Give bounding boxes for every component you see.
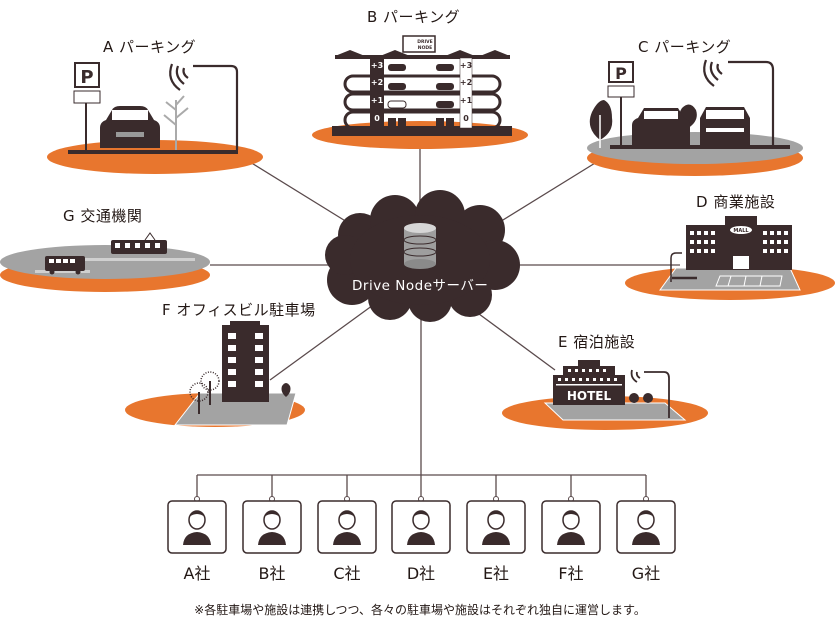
location-a-parking: P <box>47 62 263 174</box>
company-box-1 <box>167 475 227 554</box>
company-operators <box>167 475 676 554</box>
company-box-3 <box>317 475 377 554</box>
location-label-c: C パーキング <box>638 38 732 56</box>
tram-icon <box>111 232 167 254</box>
footnote: ※各駐車場や施設は連携しつつ、各々の駐車場や施設はそれぞれ独自に運営します。 <box>194 603 646 617</box>
operator-male-suit-icon <box>632 510 660 545</box>
location-label-b: B パーキング <box>367 8 461 26</box>
tree-icon <box>281 383 291 397</box>
car-icon <box>632 108 690 146</box>
hotel-building: HOTEL <box>553 360 625 405</box>
company-label: G社 <box>631 564 661 583</box>
svg-text:P: P <box>615 64 627 83</box>
server-label: Drive Nodeサーバー <box>352 278 489 294</box>
svg-text:+3: +3 <box>371 61 383 70</box>
mall-building: MALL <box>686 216 792 270</box>
company-box-4 <box>391 475 451 554</box>
svg-text:HOTEL: HOTEL <box>567 389 612 403</box>
office-building <box>222 321 269 402</box>
parking-sign-icon: P <box>607 61 635 147</box>
svg-text:+2: +2 <box>371 78 383 87</box>
car-icon <box>100 106 160 148</box>
tree-icon <box>163 95 189 150</box>
link-a <box>249 161 361 231</box>
company-box-6 <box>541 475 601 554</box>
tree-icon <box>629 393 653 403</box>
operator-male-headset-icon <box>183 510 211 545</box>
svg-text:0: 0 <box>463 114 469 123</box>
location-label-a: A パーキング <box>103 38 197 56</box>
operator-male-suit-icon <box>557 510 585 545</box>
location-label-e: E 宿泊施設 <box>558 333 636 351</box>
wifi-lamp-icon <box>630 369 670 418</box>
company-label: F社 <box>558 564 584 583</box>
location-label-g: G 交通機関 <box>63 207 143 225</box>
bus-icon <box>45 256 85 275</box>
wifi-lamp-icon <box>169 63 239 150</box>
parking-sign-icon: P <box>73 62 101 152</box>
company-label: C社 <box>333 564 361 583</box>
location-b-parking: DRIVE NODE +3 +2 +1 0 +3 +2 +1 0 <box>312 35 528 149</box>
tree-icon <box>189 371 220 402</box>
svg-text:+1: +1 <box>371 96 384 105</box>
location-g-transit <box>0 232 210 292</box>
location-e-hotel: HOTEL <box>502 360 708 430</box>
svg-text:P: P <box>80 67 93 88</box>
operator-male-icon <box>333 510 361 545</box>
database-icon <box>403 223 437 269</box>
svg-text:+2: +2 <box>460 78 472 87</box>
svg-text:0: 0 <box>374 114 380 123</box>
company-label: A社 <box>183 564 211 583</box>
svg-text:MALL: MALL <box>733 228 749 234</box>
wifi-lamp-icon <box>703 59 775 146</box>
location-c-parking: P <box>587 59 803 176</box>
svg-text:+3: +3 <box>460 61 472 70</box>
operator-female-icon <box>258 510 286 545</box>
location-label-d: D 商業施設 <box>696 193 776 211</box>
svg-text:NODE: NODE <box>418 45 432 51</box>
svg-text:DRIVE: DRIVE <box>417 39 432 45</box>
operator-female-ponytail-icon <box>482 510 510 545</box>
drive-node-sign: DRIVE NODE <box>402 35 436 53</box>
company-label: D社 <box>406 564 436 583</box>
parking-lines <box>715 275 783 287</box>
company-box-2 <box>242 475 302 554</box>
location-d-mall: MALL <box>625 216 835 300</box>
company-box-7 <box>616 475 676 554</box>
location-f-office <box>125 321 305 427</box>
location-label-f: F オフィスビル駐車場 <box>162 301 316 319</box>
svg-text:+1: +1 <box>460 96 473 105</box>
operator-female-headset-icon <box>407 510 435 545</box>
company-box-5 <box>466 475 526 554</box>
link-f <box>269 299 381 381</box>
car-icon <box>700 107 750 146</box>
parking-levels <box>343 74 502 130</box>
server-cloud <box>325 190 520 322</box>
parked-cars <box>387 64 454 126</box>
wifi-lamp-icon <box>670 252 682 282</box>
company-label: E社 <box>482 564 510 583</box>
company-label: B社 <box>258 564 286 583</box>
link-c <box>489 159 601 229</box>
